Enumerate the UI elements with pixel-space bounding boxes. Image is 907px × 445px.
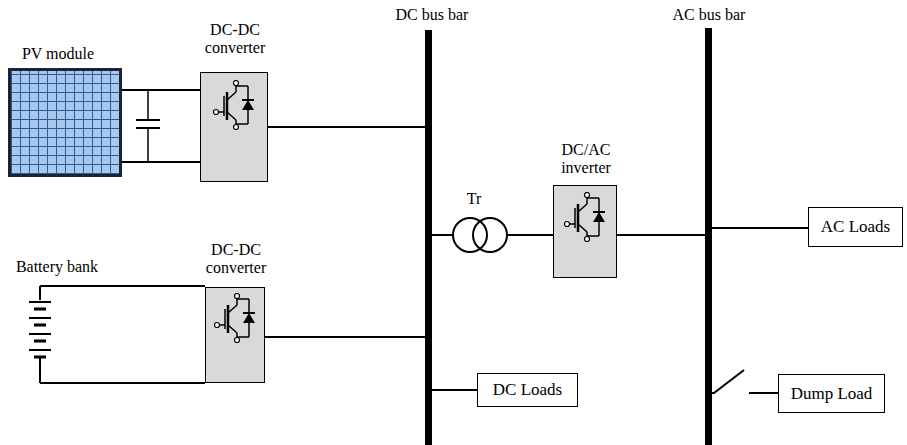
component-label: DC bus bar [372, 6, 492, 24]
box-label: Dump Load [791, 384, 873, 404]
battery-symbol [29, 286, 205, 383]
wire [268, 126, 425, 128]
converter-box: DC-DC converter [205, 287, 265, 383]
box-label: DC Loads [493, 380, 562, 400]
switch-lever [714, 370, 744, 393]
component-label: AC bus bar [649, 6, 769, 24]
wire [58, 285, 205, 287]
wire [265, 336, 425, 338]
load-box: DC Loads [477, 373, 578, 407]
wire [432, 389, 477, 391]
transformer: Tr [452, 217, 508, 253]
wire [617, 234, 705, 236]
load-box: Dump Load [778, 374, 885, 413]
bus-bar: AC bus bar [705, 28, 712, 445]
bus-bar: DC bus bar [425, 30, 432, 445]
battery-bank: Battery bank [28, 286, 58, 383]
load-box: AC Loads [808, 207, 903, 247]
component-label: DC-DC converter [196, 241, 276, 278]
component-label: DC/AC inverter [546, 141, 626, 178]
component-label: Battery bank [0, 258, 117, 276]
inverter-box: DC/AC inverter [553, 185, 617, 278]
pv-return-wire [122, 161, 200, 163]
wire [712, 227, 808, 229]
transformer-symbol [453, 218, 507, 252]
converter-box: DC-DC converter [200, 72, 268, 182]
wire [432, 234, 452, 236]
pv-module: PV module [8, 68, 122, 177]
capacitor-symbol [136, 90, 160, 162]
wire [122, 89, 200, 91]
component-label: DC-DC converter [195, 21, 275, 58]
box-label: AC Loads [821, 217, 890, 237]
component-label: Tr [459, 190, 489, 208]
wire [508, 234, 553, 236]
component-label: PV module [0, 45, 118, 63]
